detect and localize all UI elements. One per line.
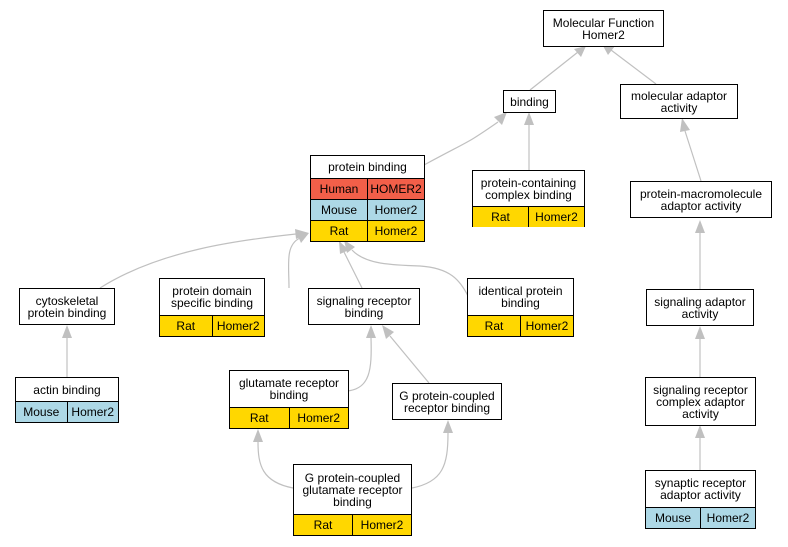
arrowhead bbox=[443, 420, 453, 433]
node-binding[interactable]: binding bbox=[503, 90, 556, 113]
species-cell: Rat bbox=[473, 207, 528, 227]
node-label: G protein-coupled receptor binding bbox=[399, 388, 495, 415]
gene-cell: Homer2 bbox=[528, 207, 584, 227]
arrowhead bbox=[253, 429, 263, 442]
edge-domain-specific-to-protein-binding bbox=[287, 237, 301, 289]
species-cell: Rat bbox=[294, 515, 352, 535]
node-gpcr-glutamate-receptor-binding[interactable]: G protein-coupled glutamate receptor bin… bbox=[293, 464, 412, 536]
node-synaptic-receptor-adaptor-activity[interactable]: synaptic receptor adaptor activity Mouse… bbox=[645, 470, 756, 529]
species-cell: Mouse bbox=[16, 402, 67, 422]
node-protein-binding[interactable]: protein binding Human HOMER2 Mouse Homer… bbox=[310, 155, 425, 242]
annotation-row: Rat Homer2 bbox=[311, 220, 424, 241]
node-label: identical protein binding bbox=[478, 284, 563, 310]
node-label: binding bbox=[510, 94, 549, 109]
arrowhead bbox=[695, 425, 705, 438]
arrowhead bbox=[494, 112, 507, 125]
arrowhead bbox=[695, 326, 705, 339]
node-label: G protein-coupled glutamate receptor bin… bbox=[302, 470, 403, 509]
edge-gpcr-glutamate-to-glutamate bbox=[257, 441, 294, 489]
node-molecular-function[interactable]: Molecular Function Homer2 bbox=[543, 10, 664, 47]
node-label: signaling receptor binding bbox=[316, 293, 412, 320]
gene-cell: Homer2 bbox=[367, 200, 424, 220]
node-label: signaling receptor complex adaptor activ… bbox=[653, 382, 748, 421]
annotation-row: Rat Homer2 bbox=[473, 206, 584, 227]
gene-cell: Homer2 bbox=[700, 508, 755, 528]
species-cell: Rat bbox=[230, 408, 289, 428]
annotation-row: Mouse Homer2 bbox=[646, 507, 755, 528]
annotation-row: Mouse Homer2 bbox=[16, 401, 118, 422]
node-label: protein binding bbox=[328, 160, 407, 174]
node-signaling-receptor-complex-adaptor-activity[interactable]: signaling receptor complex adaptor activ… bbox=[645, 377, 756, 426]
arrowhead bbox=[382, 325, 394, 339]
node-glutamate-receptor-binding[interactable]: glutamate receptor binding Rat Homer2 bbox=[229, 370, 349, 429]
species-cell: Rat bbox=[160, 316, 212, 336]
arrowhead bbox=[62, 325, 72, 338]
edge-mol-adaptor-to-mf bbox=[610, 49, 657, 85]
species-cell: Rat bbox=[468, 316, 520, 336]
species-cell: Mouse bbox=[311, 200, 367, 220]
edge-protein-binding-to-binding bbox=[423, 121, 499, 166]
edge-identical-to-protein-binding bbox=[351, 249, 469, 297]
edge-pm-adaptor-to-mol-adaptor bbox=[684, 130, 702, 182]
annotation-row: Rat Homer2 bbox=[230, 407, 348, 428]
gene-cell: Homer2 bbox=[520, 316, 573, 336]
node-label: protein-macromolecule adaptor activity bbox=[639, 186, 763, 213]
species-cell: Mouse bbox=[646, 508, 700, 528]
node-label: cytoskeletal protein binding bbox=[27, 293, 107, 320]
node-protein-macromolecule-adaptor-activity[interactable]: protein-macromolecule adaptor activity bbox=[630, 181, 772, 218]
node-actin-binding[interactable]: actin binding Mouse Homer2 bbox=[15, 377, 119, 423]
node-label: Molecular Function Homer2 bbox=[552, 15, 655, 42]
gene-cell: Homer2 bbox=[288, 408, 348, 428]
node-signaling-receptor-binding[interactable]: signaling receptor binding bbox=[308, 288, 420, 325]
node-cytoskeletal-protein-binding[interactable]: cytoskeletal protein binding bbox=[19, 288, 115, 325]
annotation-row: Rat Homer2 bbox=[160, 315, 264, 336]
node-signaling-adaptor-activity[interactable]: signaling adaptor activity bbox=[646, 289, 754, 326]
node-molecular-adaptor-activity[interactable]: molecular adaptor activity bbox=[620, 84, 738, 119]
arrowhead bbox=[366, 325, 376, 338]
annotation-row: Rat Homer2 bbox=[294, 514, 411, 535]
node-label: protein-containing complex binding bbox=[480, 175, 577, 202]
species-cell: Human bbox=[311, 179, 367, 199]
annotation-row: Human HOMER2 bbox=[311, 178, 424, 199]
edge-binding-to-mf bbox=[529, 51, 579, 91]
annotation-row: Mouse Homer2 bbox=[311, 199, 424, 220]
gene-cell: Homer2 bbox=[211, 316, 264, 336]
edge-cytoskeletal-to-protein-binding bbox=[99, 233, 297, 289]
node-protein-domain-specific-binding[interactable]: protein domain specific binding Rat Home… bbox=[159, 278, 265, 337]
gene-cell: Homer2 bbox=[352, 515, 411, 535]
annotation-row: Rat Homer2 bbox=[468, 315, 573, 336]
gene-cell: Homer2 bbox=[66, 402, 118, 422]
arrowhead bbox=[297, 233, 309, 243]
species-cell: Rat bbox=[311, 221, 367, 241]
edge-gpcr-glutamate-to-gpcr bbox=[411, 432, 449, 489]
node-label: signaling adaptor activity bbox=[654, 294, 746, 321]
edge-glutamate-to-signaling-receptor bbox=[347, 337, 372, 392]
arrowhead bbox=[695, 220, 705, 233]
node-label: actin binding bbox=[33, 382, 101, 397]
arrowhead bbox=[344, 240, 355, 253]
edge-signaling-receptor-to-protein-binding bbox=[343, 251, 363, 289]
arrowhead bbox=[574, 46, 586, 57]
node-label: protein domain specific binding bbox=[170, 284, 254, 310]
edge-gpcr-to-signaling-receptor bbox=[389, 335, 430, 384]
node-label: molecular adaptor activity bbox=[630, 88, 728, 115]
gene-cell: HOMER2 bbox=[367, 179, 424, 199]
node-identical-protein-binding[interactable]: identical protein binding Rat Homer2 bbox=[467, 278, 574, 337]
node-gpcr-binding[interactable]: G protein-coupled receptor binding bbox=[392, 383, 502, 420]
gene-cell: Homer2 bbox=[367, 221, 424, 241]
node-protein-containing-complex-binding[interactable]: protein-containing complex binding Rat H… bbox=[472, 170, 585, 227]
node-label: glutamate receptor binding bbox=[238, 376, 340, 402]
arrowhead bbox=[680, 118, 690, 132]
node-label: synaptic receptor adaptor activity bbox=[654, 476, 747, 502]
arrowhead bbox=[524, 112, 534, 125]
